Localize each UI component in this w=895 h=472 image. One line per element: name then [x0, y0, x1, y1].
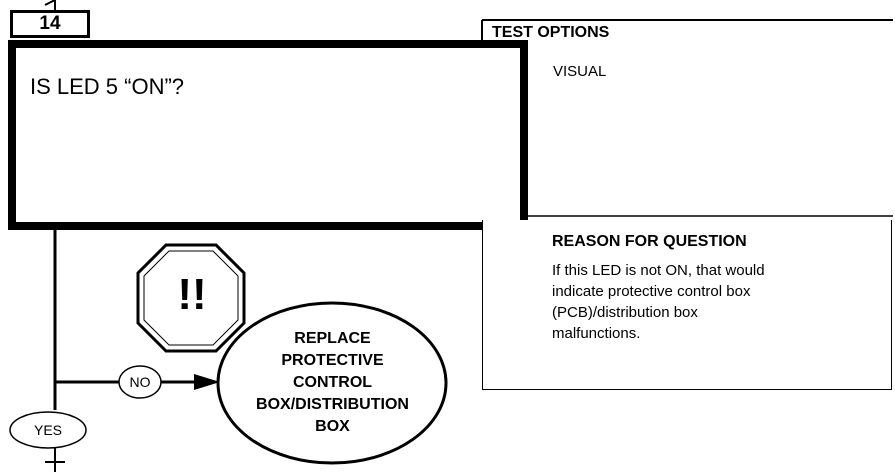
action-line: BOX: [315, 418, 350, 435]
no-branch-arrowhead: [194, 374, 220, 390]
action-line: REPLACE: [294, 330, 371, 347]
yes-branch-oval: [9, 411, 87, 449]
reason-line: indicate protective control box: [552, 283, 751, 300]
action-text: REPLACE PROTECTIVE CONTROL BOX/DISTRIBUT…: [225, 328, 440, 438]
reason-box: [482, 220, 892, 390]
test-options-title: TEST OPTIONS: [492, 24, 610, 41]
incoming-connector-tip: [44, 0, 56, 6]
action-line: PROTECTIVE: [281, 352, 384, 369]
warning-symbol: !!: [177, 270, 207, 319]
step-number: 14: [39, 13, 61, 34]
question-box: IS LED 5 “ON”?: [8, 40, 528, 230]
reason-line: (PCB)/distribution box: [552, 304, 698, 321]
no-branch-oval: [118, 365, 162, 399]
action-line: BOX/DISTRIBUTION: [256, 396, 409, 413]
reason-title: REASON FOR QUESTION: [552, 233, 747, 250]
step-number-box: 14: [10, 10, 90, 38]
test-options-value: VISUAL: [553, 63, 607, 80]
reason-line: If this LED is not ON, that would: [552, 262, 765, 279]
reason-line: malfunctions.: [552, 325, 641, 342]
question-text: IS LED 5 “ON”?: [30, 74, 185, 99]
reason-text: If this LED is not ON, that would indica…: [552, 260, 872, 344]
no-branch-label: NO: [129, 374, 151, 390]
octagon-warning-icon: [136, 243, 246, 353]
action-ellipse: [216, 301, 448, 465]
octagon-warning-icon-inner: [143, 250, 239, 346]
action-line: CONTROL: [292, 374, 373, 391]
yes-branch-label: YES: [33, 422, 62, 438]
